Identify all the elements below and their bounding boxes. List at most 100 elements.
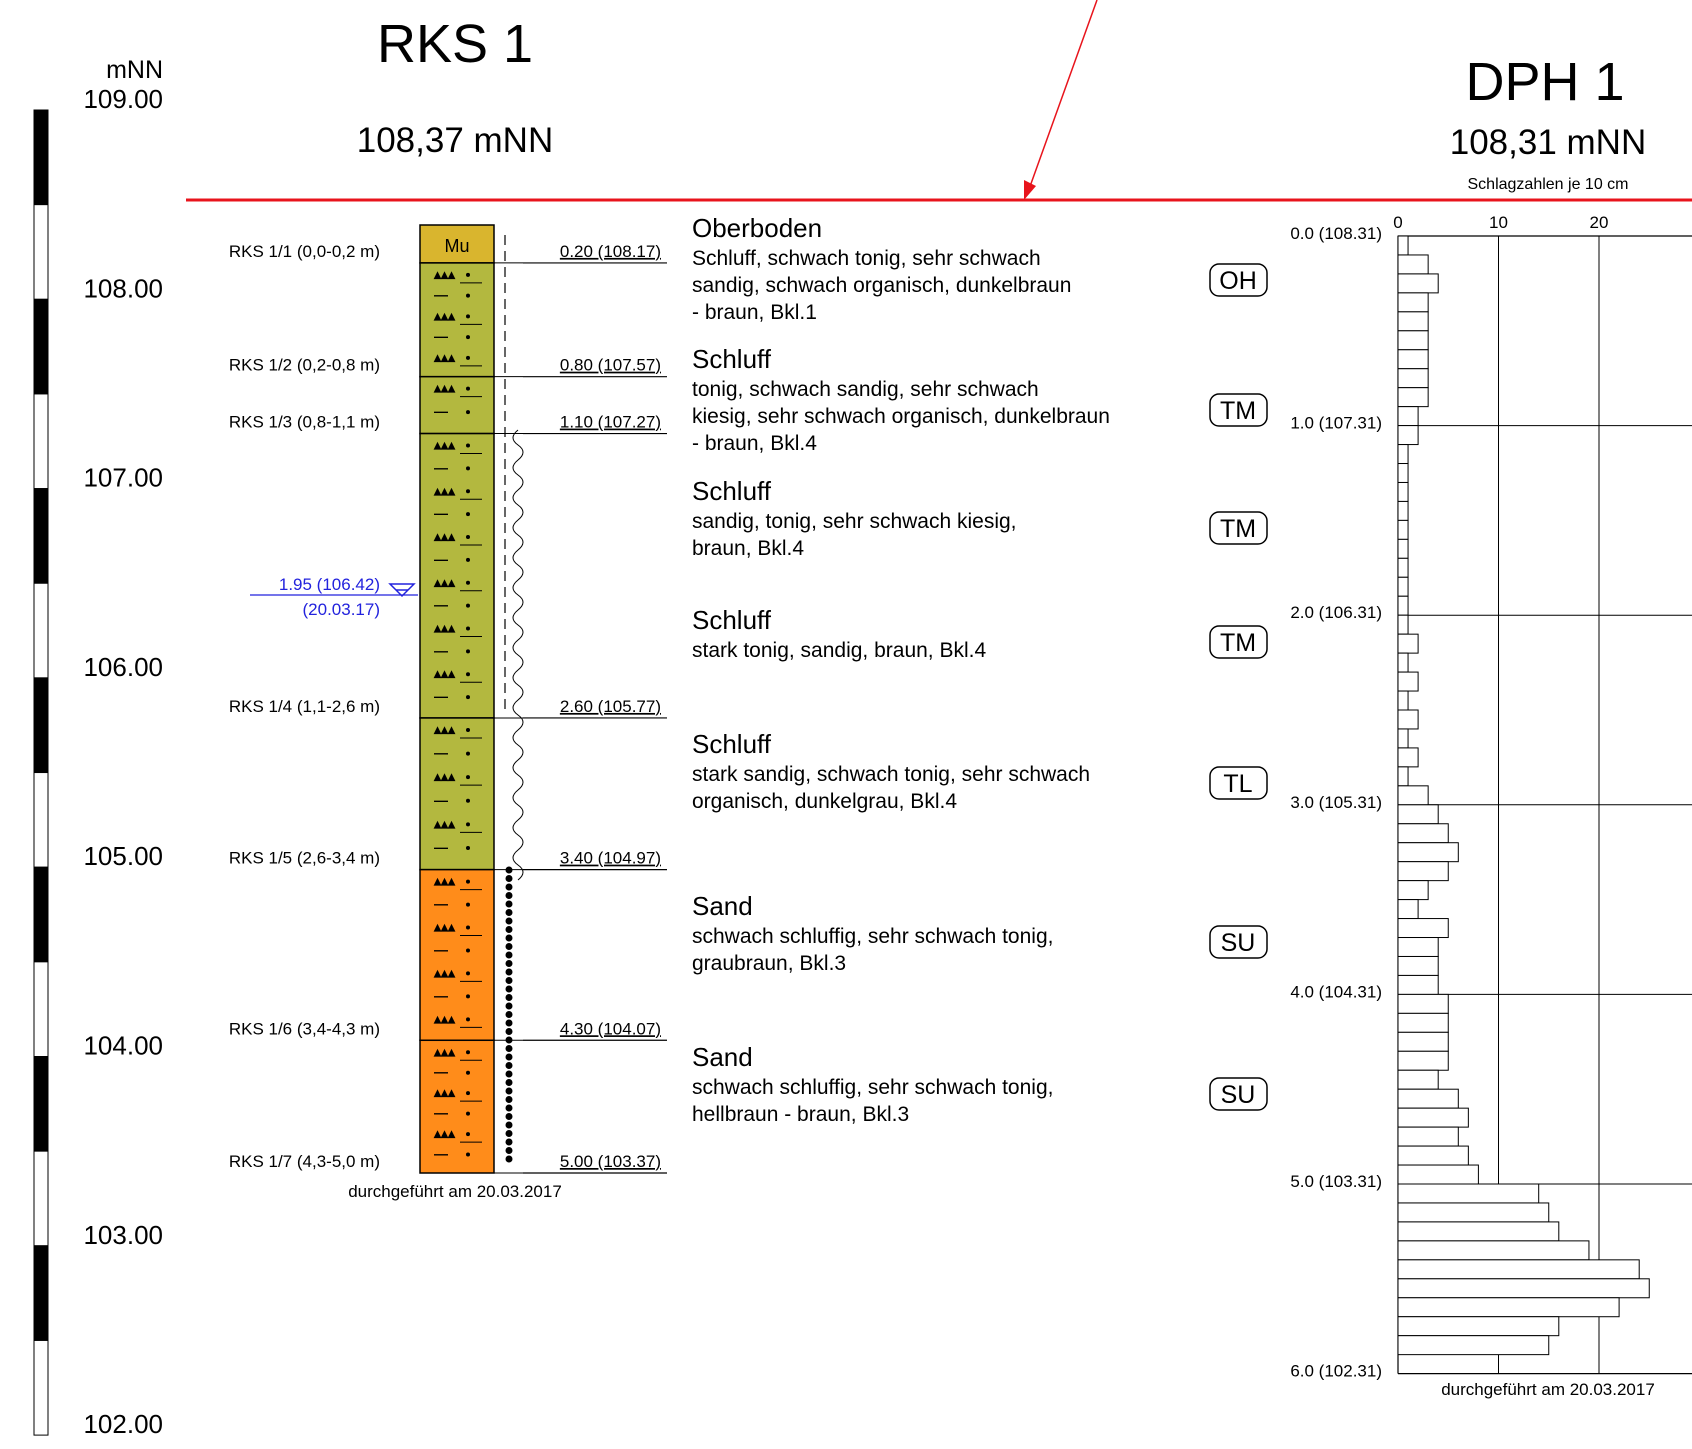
layer-pattern-dot [466,798,470,803]
gravel-dot [505,951,513,959]
layer-pattern: — [434,287,448,303]
scale-segment [33,1245,49,1341]
layer-name: Sand [692,1042,753,1072]
soil-class-box [1209,766,1268,800]
dph-bar [1397,709,1419,730]
gravel-dot [505,1070,513,1078]
dph-depth-label: 4.0 (104.31) [1290,982,1382,1001]
layer-pattern: — [434,896,448,912]
layer-pattern: — [434,688,448,704]
layer-description: braun, Bkl.4 [692,537,804,560]
gravel-dot [505,1138,513,1146]
sample-label: RKS 1/4 (1,1-2,6 m) [229,697,380,716]
sample-label: RKS 1/6 (3,4-4,3 m) [229,1019,380,1038]
layer-pattern: — [434,1146,448,1162]
dph-bar [1397,576,1409,597]
dph-bar [1397,1031,1449,1052]
dph-bar [1397,557,1409,578]
layer-description: kiesig, sehr schwach organisch, dunkelbr… [692,405,1110,428]
layer-pattern-dot [466,314,470,319]
soil-class-box [1209,263,1268,297]
layer-pattern: ▴▴▴ [433,266,456,282]
layer-description: tonig, schwach sandig, sehr schwach [692,378,1039,401]
soil-class-box [1209,393,1268,427]
gravel-dot [505,909,513,916]
layer-pattern-dot [466,1152,470,1157]
layer-pattern: ▴▴▴ [433,482,456,498]
sample-label: RKS 1/7 (4,3-5,0 m) [229,1152,380,1171]
layer-pattern: — [434,792,448,808]
dph-bar [1397,1126,1459,1147]
layer-pattern: — [434,505,448,521]
layer-pattern-dot [466,925,470,930]
dph-bar [1397,292,1429,313]
gravel-dot [505,1019,513,1027]
layer-description: schwach schluffig, sehr schwach tonig, [692,925,1053,948]
layer-pattern-dot [466,1132,470,1137]
scale-tick-label: 109.00 [83,84,163,114]
soil-class-label: OH [1219,267,1257,295]
layer-pattern: ▴▴▴ [433,1125,456,1141]
dph-bar [1397,1164,1479,1185]
layer-pattern-dot [466,512,470,517]
dph-bar [1397,842,1459,863]
layer-description: schwach schluffig, sehr schwach tonig, [692,1076,1053,1099]
scale-segment [33,677,49,774]
layer-pattern: ▴▴▴ [433,349,456,365]
scale-tick-label: 106.00 [83,652,163,682]
layer-description: organisch, dunkelgrau, Bkl.4 [692,790,957,813]
dph-title: DPH 1 [1465,52,1624,112]
layer-name: Schluff [692,476,772,506]
gravel-dot [505,968,513,976]
dph-bar [1397,1259,1640,1280]
soil-class-label: TM [1220,515,1256,543]
scale-segment [33,1339,49,1436]
gravel-dot [505,1002,513,1010]
depth-label: 5.00 (103.37) [560,1152,661,1171]
gravel-dot [505,1155,513,1163]
layer-pattern-dot [466,1070,470,1075]
layer-pattern: ▴▴▴ [433,815,456,831]
elevation-scale: 109.00108.00107.00106.00105.00104.00103.… [33,84,163,1439]
layer-description: hellbraun - braun, Bkl.3 [692,1103,909,1126]
layer-pattern-dot [466,603,470,608]
layer-code: Mu [444,236,469,256]
reference-arrow-head [1024,180,1036,200]
layer-description: stark tonig, sandig, braun, Bkl.4 [692,639,986,662]
layer-pattern-dot [466,580,470,585]
dph-bar [1397,1012,1449,1033]
layer-pattern: ▴▴▴ [433,873,456,889]
dph-bar [1397,1240,1590,1261]
gravel-dot [505,934,513,942]
dph-bar [1397,311,1429,332]
layer-fill [419,262,495,378]
dph-bar [1397,425,1419,446]
scale-tick-label: 103.00 [83,1220,163,1250]
sample-label: RKS 1/2 (0,2-0,8 m) [229,356,380,375]
layer-pattern: ▴▴▴ [433,574,456,590]
dph-footer: durchgeführt am 20.03.2017 [1441,1380,1655,1399]
layer-pattern-dot [466,335,470,340]
layer-pattern: ▴▴▴ [433,964,456,980]
dph-bar [1397,880,1429,901]
soil-class-label: SU [1221,929,1256,957]
layer-name: Schluff [692,605,772,635]
soil-class-box [1209,625,1268,659]
layer-fill [419,432,495,719]
moisture-wave-line [512,429,524,881]
gravel-dot [505,1079,513,1086]
layer-pattern: ▴▴▴ [433,1043,456,1059]
gravel-dot [505,1147,513,1154]
layer-pattern-dot [466,1111,470,1116]
dph-bar [1397,785,1429,806]
layer-fill [419,868,495,1042]
dph-depth-label: 3.0 (105.31) [1290,793,1382,812]
gravel-dot [505,1087,513,1095]
layer-description: Schluff, schwach tonig, sehr schwach [692,247,1041,270]
gravel-dot [505,960,513,967]
dph-bar [1397,974,1439,995]
scale-segment [33,582,49,679]
layer-pattern-dot [466,879,470,884]
sample-label: RKS 1/5 (2,6-3,4 m) [229,849,380,868]
scale-segment [33,109,49,206]
